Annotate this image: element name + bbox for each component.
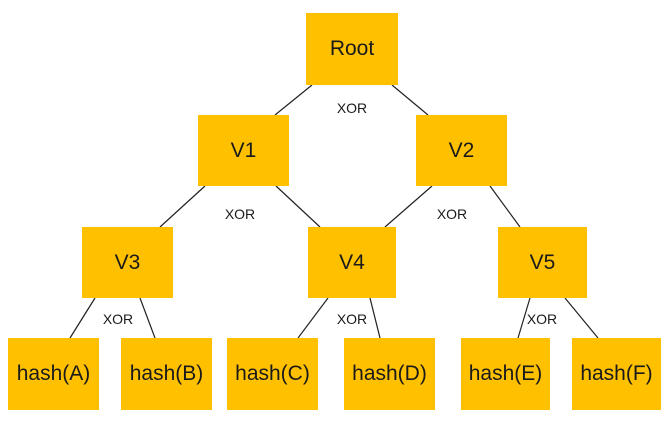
edge-v4-hash-c — [297, 297, 329, 339]
node-hash-b: hash(B) — [121, 338, 212, 410]
node-hash-f: hash(F) — [572, 338, 661, 410]
edge-v1-v4 — [275, 185, 321, 228]
node-v3: V3 — [82, 227, 173, 298]
xor-label-v5: XOR — [526, 311, 558, 327]
edge-v3-hash-a — [69, 297, 96, 339]
xor-label-v2: XOR — [436, 206, 468, 222]
node-v4: V4 — [308, 227, 396, 298]
node-hash-e: hash(E) — [461, 338, 550, 410]
node-v2: V2 — [416, 115, 507, 186]
edge-root-v2 — [391, 84, 429, 116]
edge-root-v1 — [274, 84, 313, 116]
edge-v1-v3 — [159, 185, 206, 228]
edge-v3-hash-b — [139, 297, 156, 339]
edge-v4-hash-d — [369, 297, 381, 339]
edge-v2-v5 — [489, 185, 521, 228]
xor-label-root: XOR — [336, 100, 368, 116]
xor-label-v3: XOR — [102, 311, 134, 327]
edge-v5-hash-e — [517, 297, 531, 339]
edge-v2-v4 — [384, 185, 433, 228]
xor-label-v1: XOR — [224, 206, 256, 222]
node-hash-d: hash(D) — [344, 338, 435, 410]
node-hash-c: hash(C) — [227, 338, 318, 410]
edge-v5-hash-f — [564, 297, 599, 339]
xor-label-v4: XOR — [336, 311, 368, 327]
node-v5: V5 — [498, 227, 587, 298]
node-root: Root — [306, 13, 398, 85]
node-v1: V1 — [198, 115, 289, 186]
node-hash-a: hash(A) — [8, 338, 99, 410]
